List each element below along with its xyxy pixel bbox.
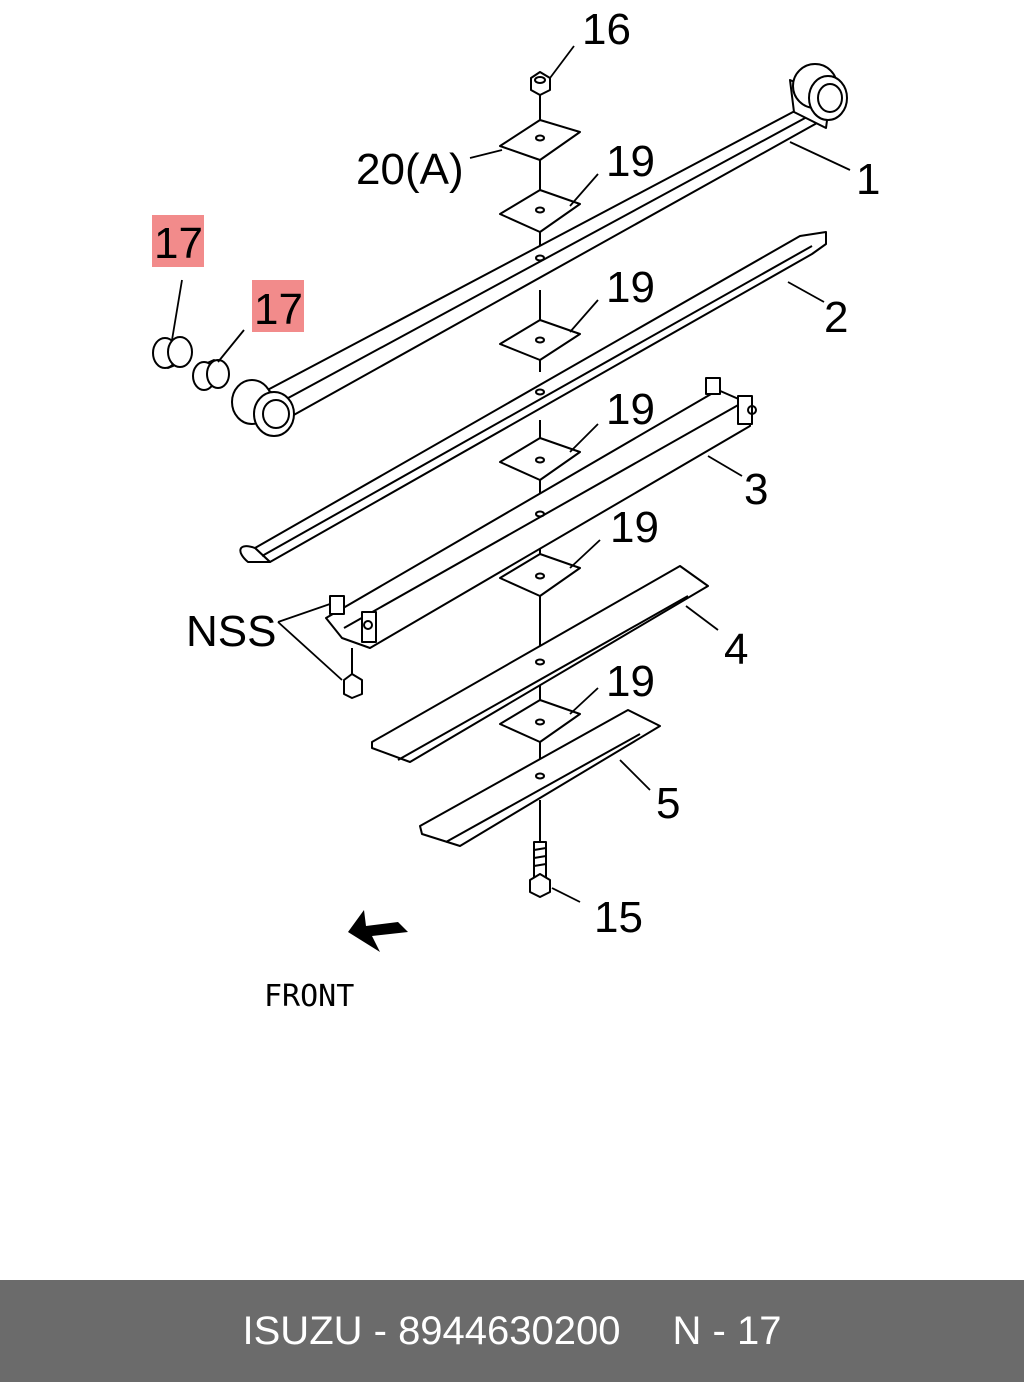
footer-part-number: 8944630200 [398,1308,621,1353]
callout-17-b: 17 [254,285,303,334]
bolt-part-15 [529,841,551,898]
footer-separator: - [362,1308,399,1353]
callout-15: 15 [594,893,643,942]
leaf-part-2 [239,231,827,563]
callout-nss: NSS [186,607,276,656]
leader-lines [171,45,851,903]
callout-19-5: 19 [606,657,655,706]
main-leaf-part-1 [231,63,848,437]
callout-5: 5 [656,779,680,828]
bushing-part-17-b [192,359,230,391]
pad-part-19-2 [499,319,581,361]
pad-part-19-5 [499,699,581,743]
callout-19-2: 19 [606,263,655,312]
footer-page-ref: N - 17 [672,1308,782,1353]
footer-bar: ISUZU - 8944630200 N - 17 [0,1280,1024,1382]
pad-part-19-3 [499,437,581,481]
callout-2: 2 [824,293,848,342]
callout-19-1: 19 [606,137,655,186]
pad-part-19-4 [499,553,581,597]
front-arrow-icon [348,910,408,952]
callout-highlight-17-a [152,215,204,267]
nss-rivet [343,648,363,699]
bushing-part-17-a [152,336,193,369]
front-label: FRONT [264,979,354,1014]
callout-19-3: 19 [606,385,655,434]
pad-part-19-1 [499,189,581,233]
parts-diagram: 16 20(A) 19 1 17 17 19 2 19 3 19 NSS 4 1… [152,5,880,1014]
callout-19-4: 19 [610,503,659,552]
callout-16: 16 [582,5,631,54]
callout-highlight-17-b [252,280,304,332]
callout-1: 1 [856,155,880,204]
callout-4: 4 [724,625,748,674]
callout-20a: 20(A) [356,145,464,194]
callout-17-a: 17 [154,219,203,268]
nut-part-16 [530,71,551,96]
footer-brand: ISUZU [242,1308,363,1353]
callout-3: 3 [744,465,768,514]
